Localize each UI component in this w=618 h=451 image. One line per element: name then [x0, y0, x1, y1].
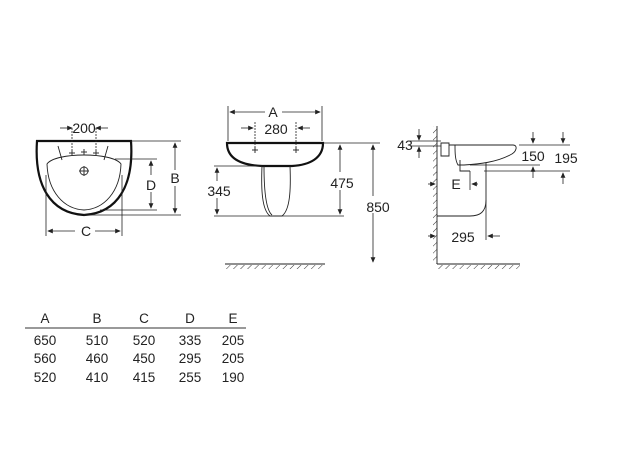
dimension-table: A B C D E 650 510 520 335 205 560 460 45…: [25, 311, 246, 385]
table-row: 520 410 415 255 190: [34, 370, 245, 385]
table-cell: 295: [179, 351, 202, 366]
dim-label-43: 43: [397, 137, 413, 153]
dim-label-d: D: [146, 177, 156, 193]
wall-hatch: [433, 126, 437, 264]
pedestal-outline: [261, 165, 291, 217]
dim-label-200: 200: [72, 120, 96, 136]
dim-label-a: A: [268, 104, 278, 120]
basin-bowl: [46, 154, 122, 211]
table-cell: 510: [86, 333, 109, 348]
table-cell: 650: [34, 333, 57, 348]
table-cell: 415: [133, 370, 156, 385]
dim-label-280: 280: [264, 121, 288, 137]
floor-hatch-profile: [437, 265, 520, 269]
dim-label-195: 195: [554, 150, 578, 166]
side-view: A 280 345 475 850: [207, 104, 390, 269]
table-cell: 560: [34, 351, 57, 366]
floor-hatch: [225, 265, 325, 269]
basin-side-outline: [225, 141, 325, 168]
table-header: D: [185, 311, 195, 326]
table-cell: 410: [86, 370, 109, 385]
table-cell: 450: [133, 351, 156, 366]
dim-label-150: 150: [521, 148, 545, 164]
front-view: 200 B D C: [35, 120, 181, 239]
table-header: B: [92, 311, 101, 326]
profile-view: 43 150 195 E 295: [397, 126, 578, 269]
table-cell: 520: [133, 333, 156, 348]
dim-label-850: 850: [366, 199, 390, 215]
dim-label-e: E: [451, 176, 460, 192]
table-cell: 205: [222, 351, 245, 366]
table-row: 650 510 520 335 205: [34, 333, 245, 348]
table-cell: 190: [222, 370, 245, 385]
table-cell: 205: [222, 333, 245, 348]
table-row: 560 460 450 295 205: [34, 351, 245, 366]
tap-hole-icons: [69, 149, 99, 176]
table-cell: 520: [34, 370, 57, 385]
table-header: C: [139, 311, 149, 326]
table-cell: 335: [179, 333, 202, 348]
table-cell: 460: [86, 351, 109, 366]
table-header: A: [40, 311, 49, 326]
dim-label-295: 295: [451, 229, 475, 245]
basin-profile-outline: [440, 142, 517, 166]
dim-label-475: 475: [330, 175, 354, 191]
dim-label-c: C: [81, 223, 91, 239]
dim-label-345: 345: [207, 183, 231, 199]
table-header: E: [228, 311, 237, 326]
dim-label-b: B: [170, 170, 179, 186]
table-cell: 255: [179, 370, 202, 385]
